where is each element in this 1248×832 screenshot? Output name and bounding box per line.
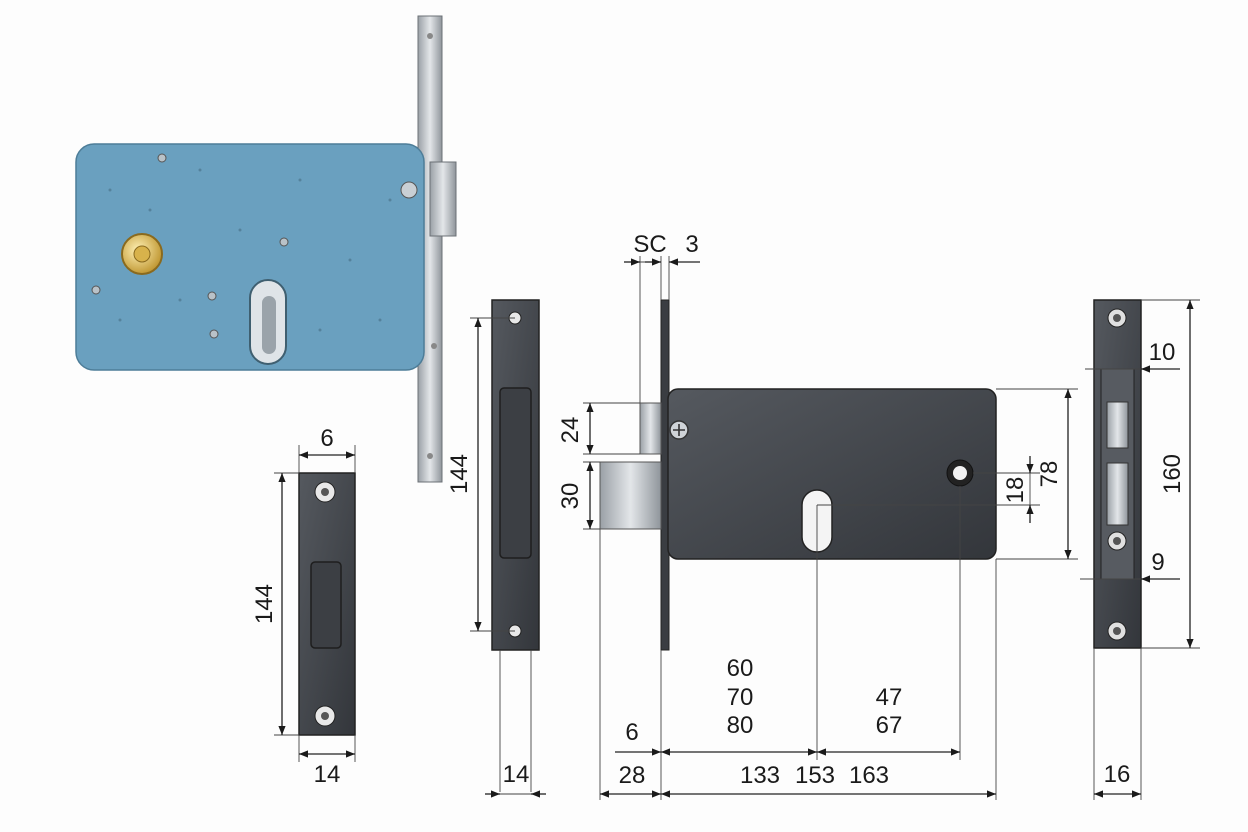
dim-plate-top: 10 [1149,339,1176,366]
screw-icon [207,291,217,301]
dim-bolt-throw: 28 [619,762,646,789]
screw-icon [157,153,167,163]
dim-strike-width: 6 [320,425,333,452]
right-faceplate: 10 9 160 16 [1080,299,1200,800]
dim-faceplate-offset: 6 [625,719,638,746]
dead-bolt [599,461,662,530]
latch-bolt-photo [429,161,457,237]
dim-latch-height: 24 [557,417,584,444]
dim-hole-distance-1: 47 [876,684,903,711]
latch-bolt [639,402,662,455]
small-strike-plate: 6 144 14 [251,425,356,788]
dim-backset-3: 80 [727,712,754,739]
screw-hole-inner [1113,314,1121,322]
screw-hole-inner [321,712,329,720]
dim-backset-1: 60 [727,655,754,682]
strike-pocket [499,387,532,559]
latch-opening [1106,401,1129,449]
dim-plate-width: 16 [1104,761,1131,788]
lock-body-photo [75,143,425,371]
dim-plate-height: 160 [1159,454,1186,494]
keyhole-inner [953,466,967,480]
screw-slot [673,424,685,436]
tall-strike-plate: 144 14 [446,299,546,798]
dim-sc: SC [633,231,666,258]
screw-icon [431,343,437,349]
brass-cylinder-center [133,245,151,263]
screw-icon [279,237,289,247]
texture-specks [108,168,392,332]
screw-icon [91,285,101,295]
dim-key-to-handle: 18 [1002,477,1029,504]
screw-icon [209,329,219,339]
dim-body-width-153: 153 [795,762,835,789]
dim-body-width-133: 133 [740,762,780,789]
screw-hole-inner [1113,537,1121,545]
screw-icon [400,181,418,199]
dim-deadbolt-height: 30 [557,483,584,510]
handle-slot-inner [262,296,276,354]
dim-plate-bottom: 9 [1151,549,1164,576]
bolt-opening [1106,462,1129,526]
screw-hole-inner [321,488,329,496]
dim-body-width-163: 163 [849,762,889,789]
dim-strike-height: 144 [251,584,278,624]
dim-backset-2: 70 [727,684,754,711]
lock-case [667,388,997,560]
dim-hole-distance-2: 67 [876,712,903,739]
dim-faceplate-thickness: 3 [685,231,698,258]
lock-photo [75,15,457,483]
screw-icon [427,453,433,459]
dim-body-height: 78 [1036,461,1063,488]
screw-icon [427,33,433,39]
dim-tall-strike-base: 14 [503,761,530,788]
strike-pocket [310,561,342,649]
lock-drawing: SC 3 24 30 6 60 70 80 47 67 28 133 [557,231,1078,800]
dim-strike-base: 14 [314,761,341,788]
screw-hole-inner [1113,627,1121,635]
dim-tall-strike-height: 144 [446,454,473,494]
